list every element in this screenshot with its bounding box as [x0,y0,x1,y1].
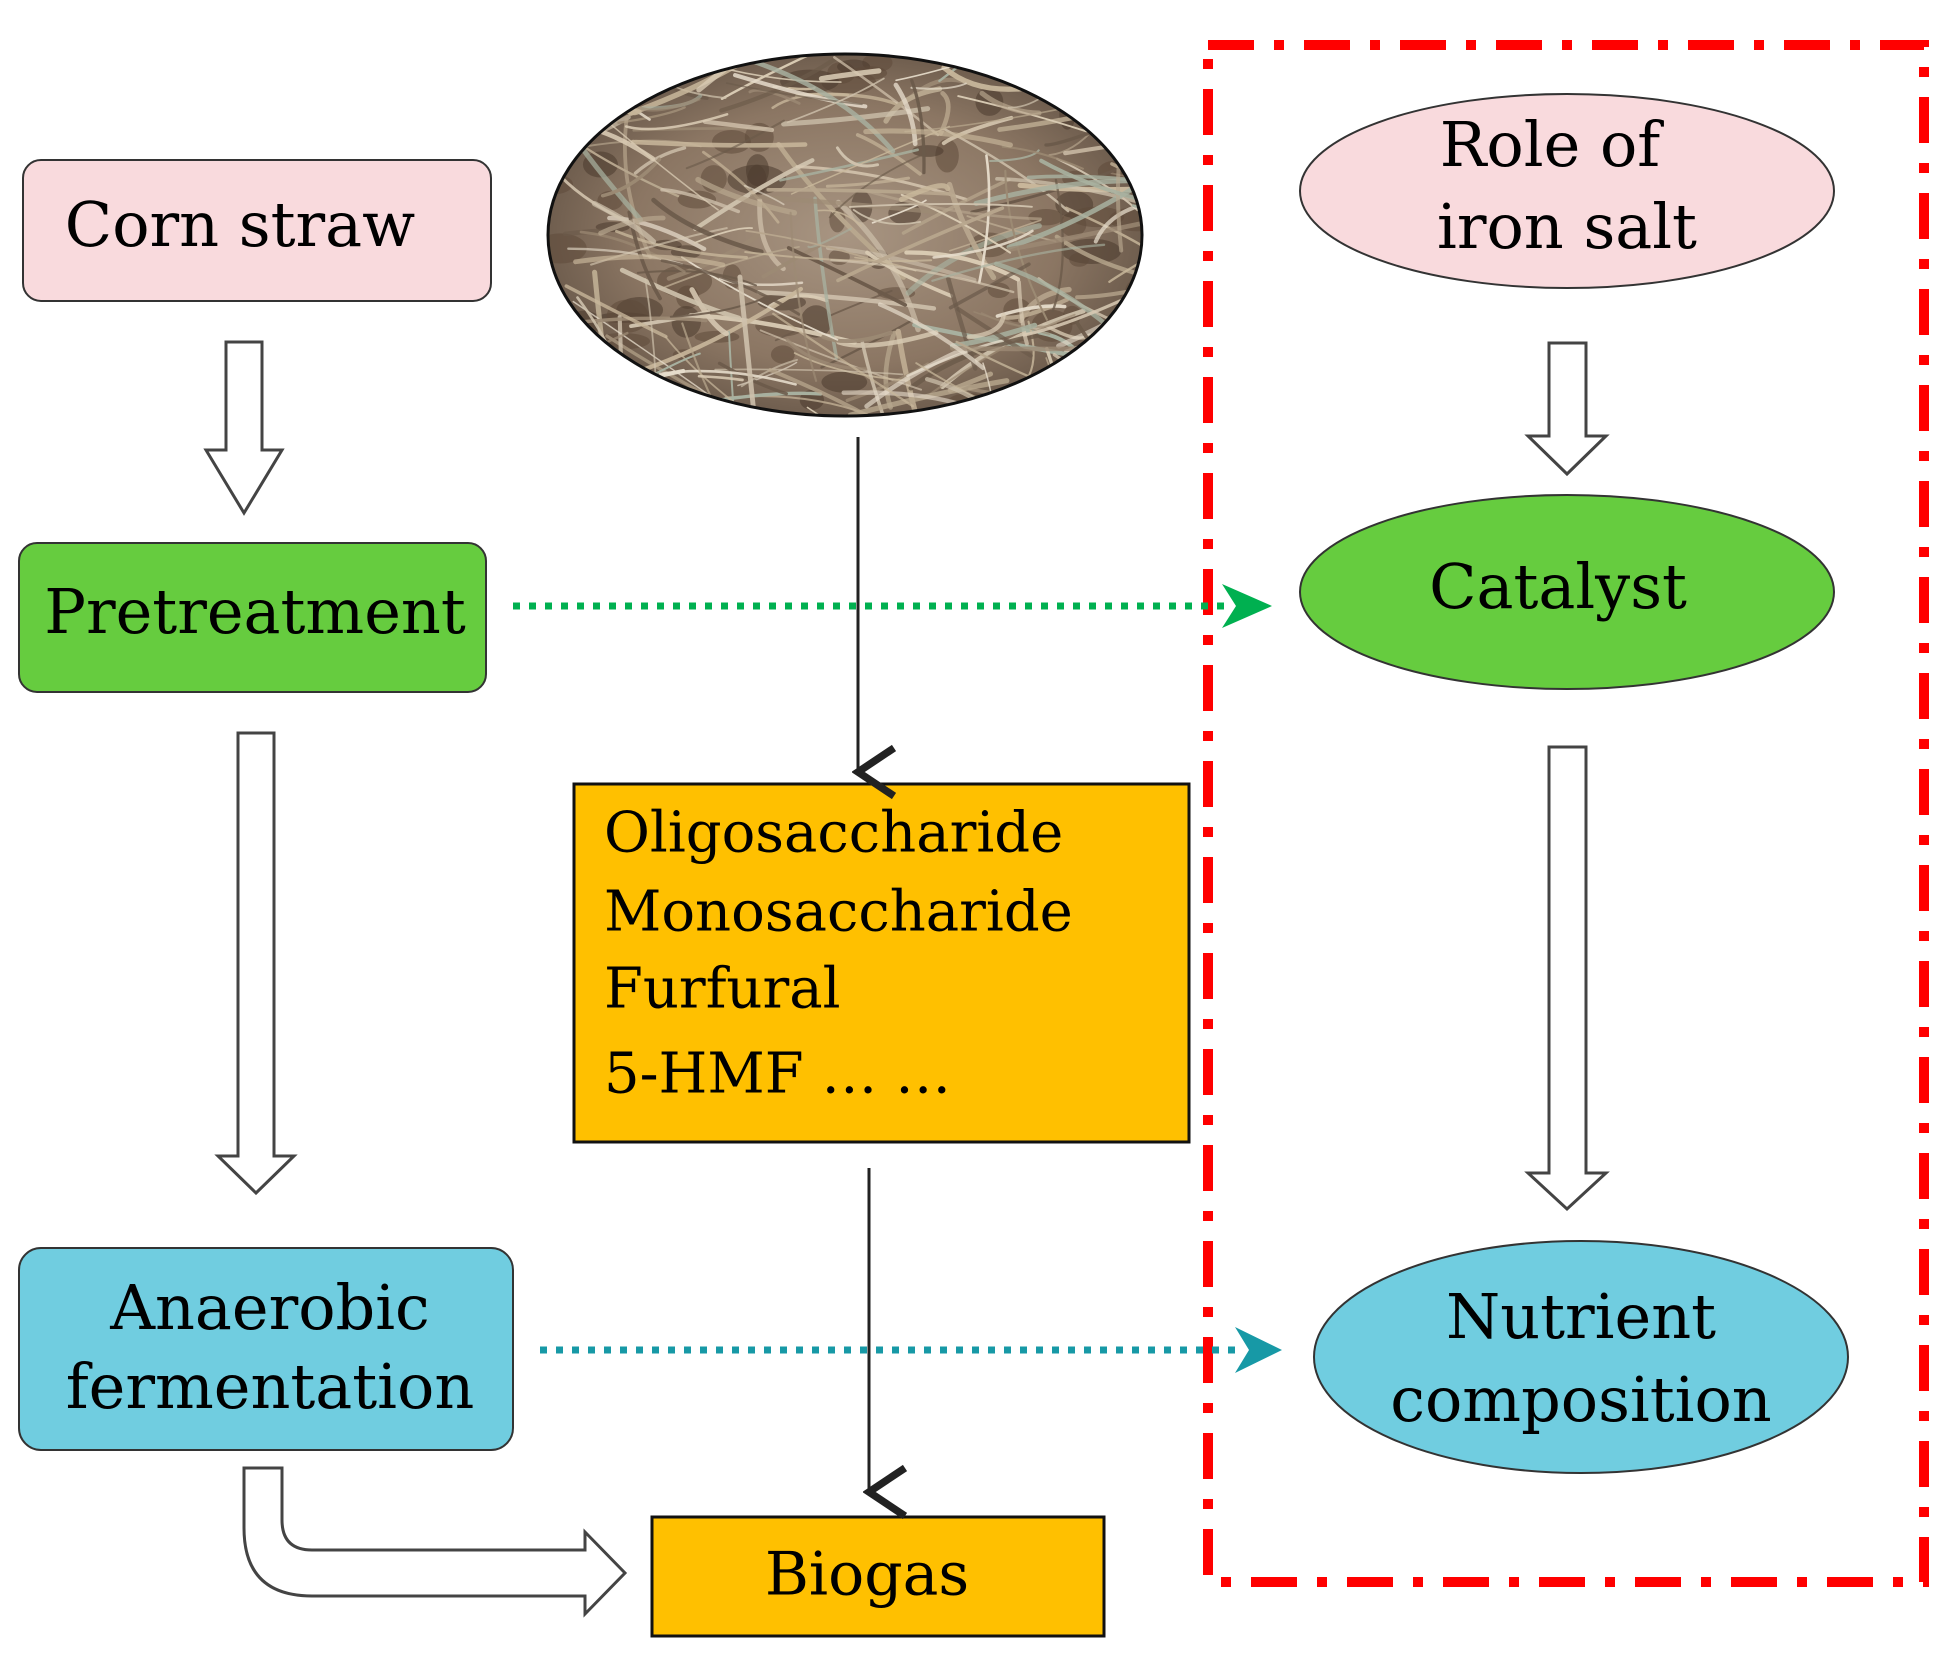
nutrient-label-line1: Nutrient [1446,1280,1716,1353]
product-oligosaccharide: Oligosaccharide [604,801,1063,866]
catalyst-label: Catalyst [1429,550,1687,623]
biogas-node: Biogas [650,1515,1106,1638]
arrow-anaerobic-to-biogas [242,1466,628,1618]
role-label-line2: iron salt [1437,190,1697,263]
role-label-line1: Role of [1440,108,1665,181]
arrow-role-to-catalyst [1524,341,1610,477]
biogas-label: Biogas [765,1540,969,1610]
corn-straw-node: Corn straw [22,159,492,302]
pretreatment-node: Pretreatment [18,542,487,693]
product-5hmf: 5-HMF … … [604,1042,951,1107]
catalyst-node: Catalyst [1299,494,1835,690]
dotted-arrow-anaerobic-to-nutrient [540,1327,1282,1373]
products-node: Oligosaccharide Monosaccharide Furfural … [572,782,1191,1144]
anaerobic-label-line2: fermentation [66,1350,475,1423]
corn-straw-photo [546,52,1144,418]
product-monosaccharide: Monosaccharide [604,880,1073,945]
arrow-pretreatment-to-anaerobic [214,731,298,1196]
nutrient-label-line2: composition [1390,1363,1772,1436]
role-of-iron-salt-node: Role of iron salt [1299,93,1835,289]
corn-straw-label: Corn straw [65,188,415,261]
nutrient-composition-node: Nutrient composition [1313,1240,1849,1474]
anaerobic-fermentation-node: Anaerobic fermentation [18,1247,514,1451]
arrow-catalyst-to-nutrient [1524,745,1610,1212]
arrow-corn-to-pretreatment [203,340,285,516]
dotted-arrow-pretreatment-to-catalyst [513,584,1272,628]
iron-salt-frame [1203,40,1929,1587]
pretreatment-label: Pretreatment [44,575,466,648]
product-furfural: Furfural [604,957,841,1022]
anaerobic-label-line1: Anaerobic [109,1271,430,1344]
